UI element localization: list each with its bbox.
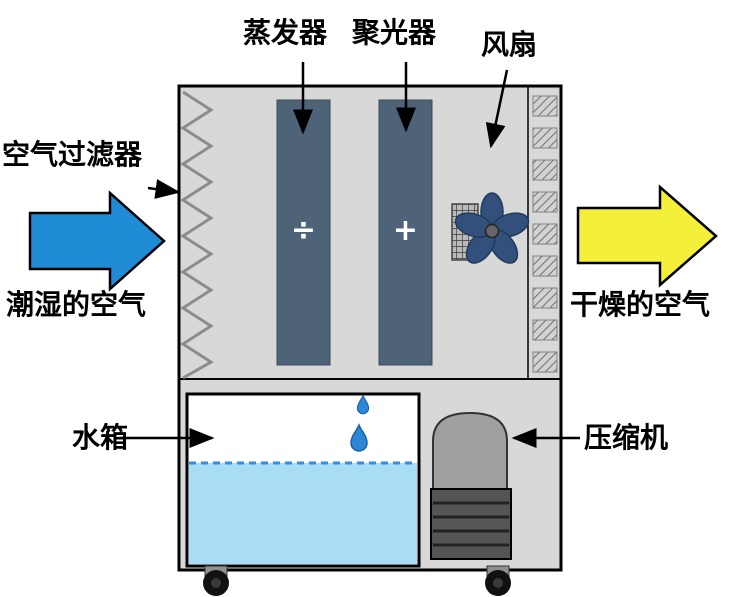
compressor-ridges (433, 501, 509, 547)
fan-pointer (485, 69, 509, 149)
water-tank-label: 水箱 (72, 422, 129, 453)
compressor-dome (432, 411, 508, 490)
dry-air-label: 干燥的空气 (570, 289, 711, 320)
condenser-coil (378, 99, 433, 366)
compressor-label: 压缩机 (584, 422, 669, 453)
humid-air-arrow (28, 190, 166, 292)
evaporator-label: 蒸发器 (243, 17, 328, 48)
air-filter-pointer (147, 179, 181, 199)
humid-air-label: 潮湿的空气 (6, 289, 147, 320)
water-drop (356, 394, 370, 415)
vent-slots (532, 95, 558, 373)
air-filter-label: 空气过滤器 (2, 139, 143, 170)
water-drop (350, 423, 368, 452)
evaporator-sign: ÷ (290, 213, 317, 248)
fan-blades (454, 192, 530, 264)
caster-wheel-left (203, 565, 229, 596)
caster-wheel-right (485, 565, 511, 596)
condenser-sign: + (392, 213, 419, 248)
water (189, 463, 417, 564)
air-filter-zigzag (180, 90, 214, 380)
dry-air-arrow (576, 184, 718, 288)
condenser-label: 聚光器 (352, 17, 437, 48)
fan-label: 风扇 (481, 29, 538, 60)
compressor-base (430, 488, 512, 560)
fan-hub (484, 223, 500, 239)
